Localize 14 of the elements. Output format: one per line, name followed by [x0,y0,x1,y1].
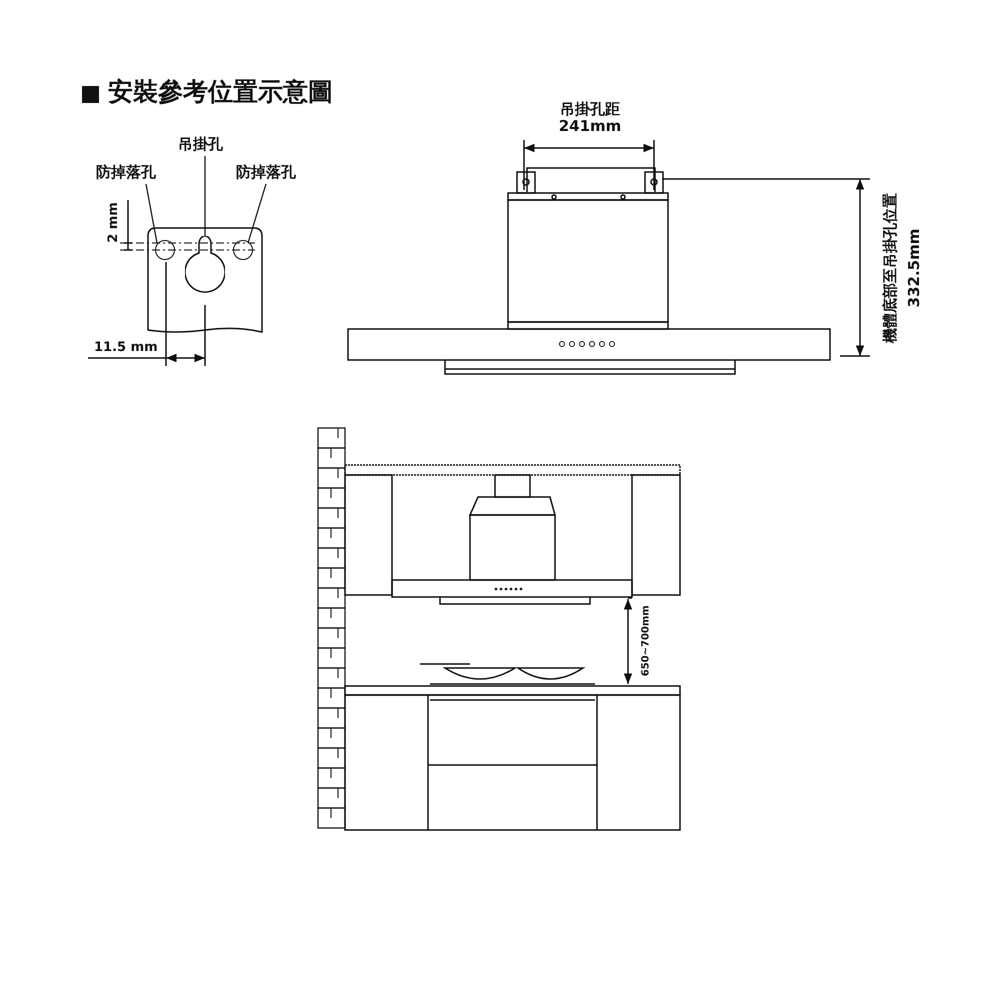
leader-line [145,184,158,244]
dimension-label: 650~700mm [640,605,652,676]
dimension-label: 機體底部至吊掛孔位置 332.5mm [880,192,924,346]
part-label: 吊掛孔 [178,135,223,154]
leader-line [204,156,206,236]
part-label: 防掉落孔 [236,163,296,182]
part-label: 防掉落孔 [96,163,156,182]
leader-line [247,184,267,244]
fall-prevention-hole [233,240,253,260]
heading: 安裝參考位置示意圖 [108,78,333,107]
dimension-label: 吊掛孔距 241mm [558,100,622,135]
dimension-label: 2 mm [106,202,122,242]
fall-prevention-hole [155,240,175,260]
dimension-label: 11.5 mm [94,340,158,356]
